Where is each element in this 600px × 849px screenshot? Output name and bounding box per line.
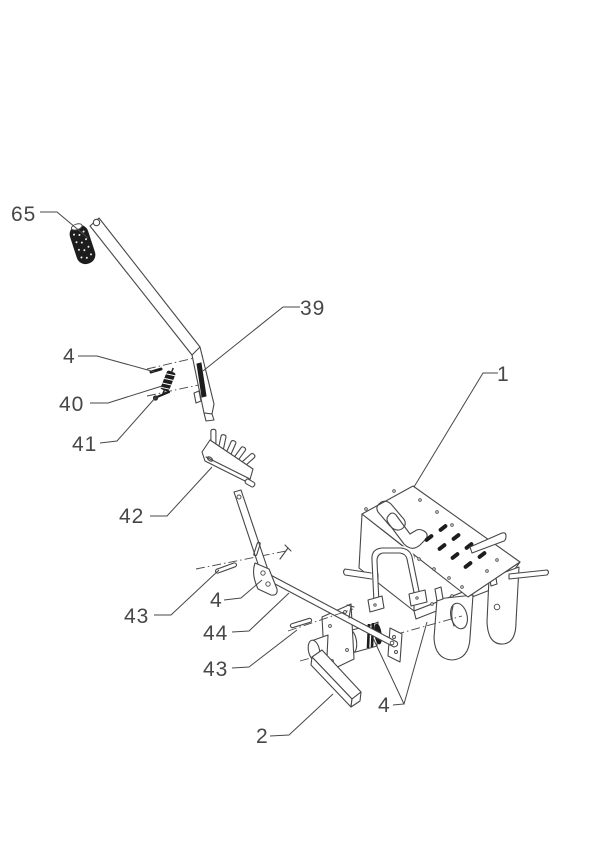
callout-44: 44 bbox=[203, 622, 228, 645]
plate-hook-slot bbox=[386, 512, 428, 549]
clevis-pin-43-left bbox=[214, 562, 238, 574]
leader-1 bbox=[413, 372, 498, 488]
lever-side-tab bbox=[193, 390, 202, 404]
rail-hole bbox=[430, 602, 434, 606]
quadrant-foot bbox=[244, 478, 256, 488]
hand-lever bbox=[69, 217, 215, 422]
leader-43-left bbox=[154, 569, 220, 616]
latch-strip-39 bbox=[196, 362, 207, 398]
axis-link-pin bbox=[287, 608, 354, 632]
frame-hanger-plate-small bbox=[486, 566, 520, 645]
callout-43-low: 43 bbox=[203, 658, 228, 681]
callout-4-top: 4 bbox=[63, 345, 76, 368]
cotter-pin-4-mid bbox=[279, 544, 292, 560]
frame-hanger-plate-oval bbox=[433, 594, 474, 661]
callout-41: 41 bbox=[72, 433, 97, 456]
screw-41 bbox=[152, 390, 171, 401]
callout-39: 39 bbox=[300, 297, 325, 320]
frame-right-rod bbox=[508, 569, 550, 580]
callout-labels: 65 39 4 40 41 42 43 4 44 43 2 4 1 bbox=[11, 203, 510, 748]
callout-leaders bbox=[40, 211, 498, 737]
callout-43-left: 43 bbox=[124, 605, 149, 628]
callout-40: 40 bbox=[59, 393, 84, 416]
frame-upper-rod bbox=[469, 532, 507, 554]
leader-4-mid bbox=[223, 579, 263, 601]
strap-link bbox=[233, 489, 278, 596]
lever-arm bbox=[89, 217, 215, 415]
leader-4-top bbox=[78, 355, 156, 373]
lever-top-hole bbox=[92, 218, 101, 227]
frame-u-handle bbox=[367, 546, 428, 613]
callout-2: 2 bbox=[256, 725, 269, 748]
clevis-pin-43-lower bbox=[289, 617, 313, 629]
callout-1: 1 bbox=[497, 363, 510, 386]
leader-42 bbox=[150, 466, 213, 517]
callout-4-mid: 4 bbox=[210, 589, 223, 612]
plate-keyhole-slot bbox=[376, 500, 406, 531]
quadrant-base bbox=[201, 439, 254, 484]
callout-42: 42 bbox=[119, 505, 144, 528]
callout-4-bot: 4 bbox=[378, 694, 391, 717]
callout-65: 65 bbox=[11, 203, 36, 226]
pedal-2 bbox=[310, 649, 362, 708]
leader-4-bot-b bbox=[403, 621, 428, 705]
leader-44 bbox=[231, 592, 290, 633]
lever-foot bbox=[203, 412, 215, 422]
leader-39 bbox=[202, 306, 300, 372]
cotter-pin-4-axis bbox=[346, 604, 355, 619]
frame-assembly-1 bbox=[299, 485, 550, 663]
axis-spring-upper bbox=[146, 355, 204, 370]
spring-40 bbox=[160, 367, 176, 395]
leader-2 bbox=[269, 693, 334, 737]
leader-43-low bbox=[231, 629, 298, 669]
leader-65 bbox=[40, 211, 89, 239]
leader-41 bbox=[99, 396, 157, 444]
leader-40 bbox=[90, 385, 163, 404]
rail-clip bbox=[434, 586, 444, 602]
quadrant-42 bbox=[201, 428, 256, 488]
axis-strap-pin bbox=[195, 550, 287, 570]
